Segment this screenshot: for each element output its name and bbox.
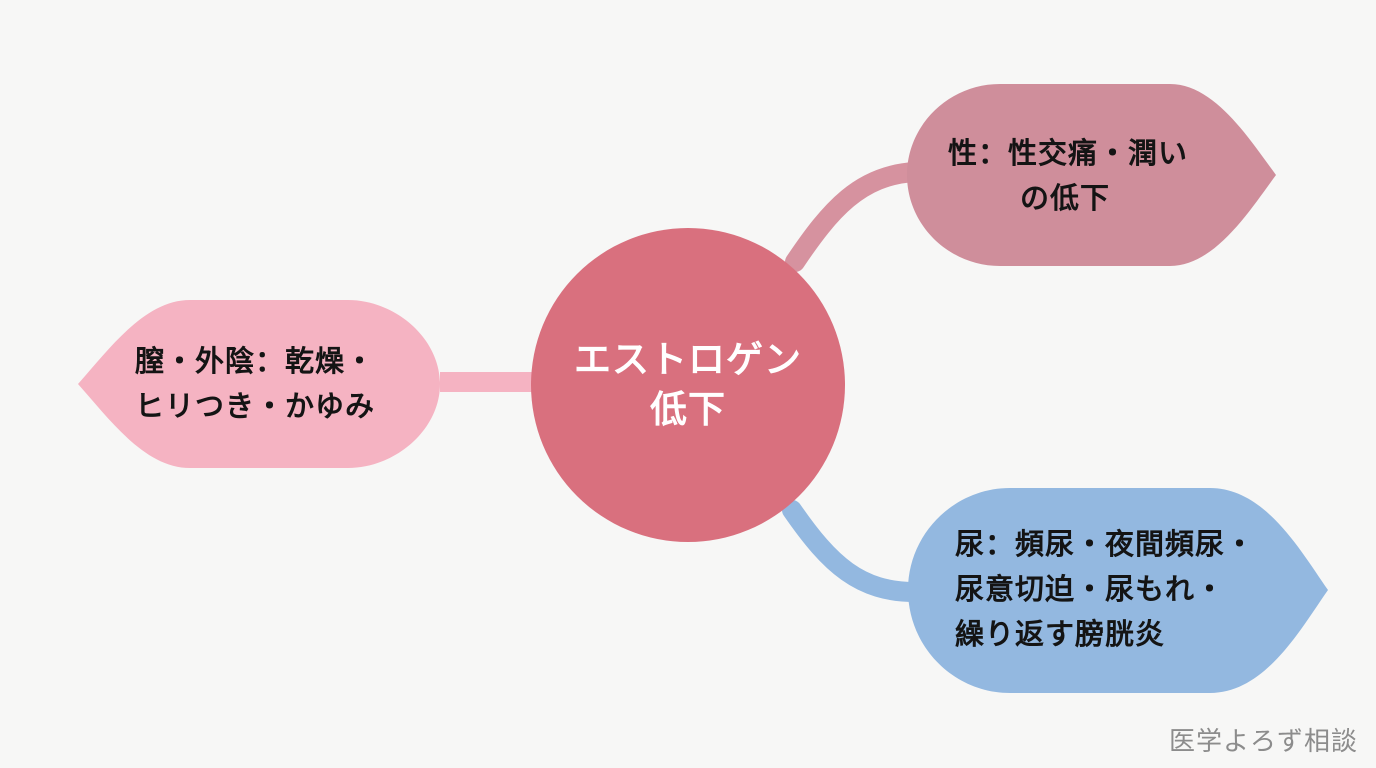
- leaf-urinary-line2: 尿意切迫・尿もれ・: [955, 572, 1226, 606]
- connector-sex: [785, 162, 925, 272]
- leaf-sex-line1: 性：性交痛・潤い: [948, 136, 1189, 170]
- leaf-urinary: [908, 488, 1328, 693]
- leaf-sex-label: 性：性交痛・潤い の低下: [948, 131, 1188, 221]
- leaf-vagina-line2: ヒリつき・かゆみ: [135, 389, 376, 423]
- leaf-vagina-line1: 膣・外陰：乾燥・: [135, 344, 376, 378]
- connector-urinary: [782, 500, 925, 602]
- center-label-line1: エストロゲン: [574, 338, 802, 381]
- watermark: 医学よろず相談: [1168, 727, 1358, 757]
- leaf-vagina: [78, 300, 440, 468]
- leaf-sex-line2: の低下: [1020, 181, 1111, 215]
- leaf-urinary-line3: 繰り返す膀胱炎: [955, 617, 1166, 651]
- center-label-line2: 低下: [650, 388, 726, 431]
- leaf-vagina-label: 膣・外陰：乾燥・ ヒリつき・かゆみ: [135, 339, 375, 429]
- leaf-urinary-line1: 尿：頻尿・夜間頻尿・: [955, 527, 1256, 561]
- center-node-label: エストロゲン 低下: [531, 228, 845, 542]
- center-node-circle: [531, 228, 845, 542]
- leaf-sex: [907, 84, 1276, 266]
- leaf-urinary-label: 尿：頻尿・夜間頻尿・ 尿意切迫・尿もれ・ 繰り返す膀胱炎: [955, 522, 1255, 657]
